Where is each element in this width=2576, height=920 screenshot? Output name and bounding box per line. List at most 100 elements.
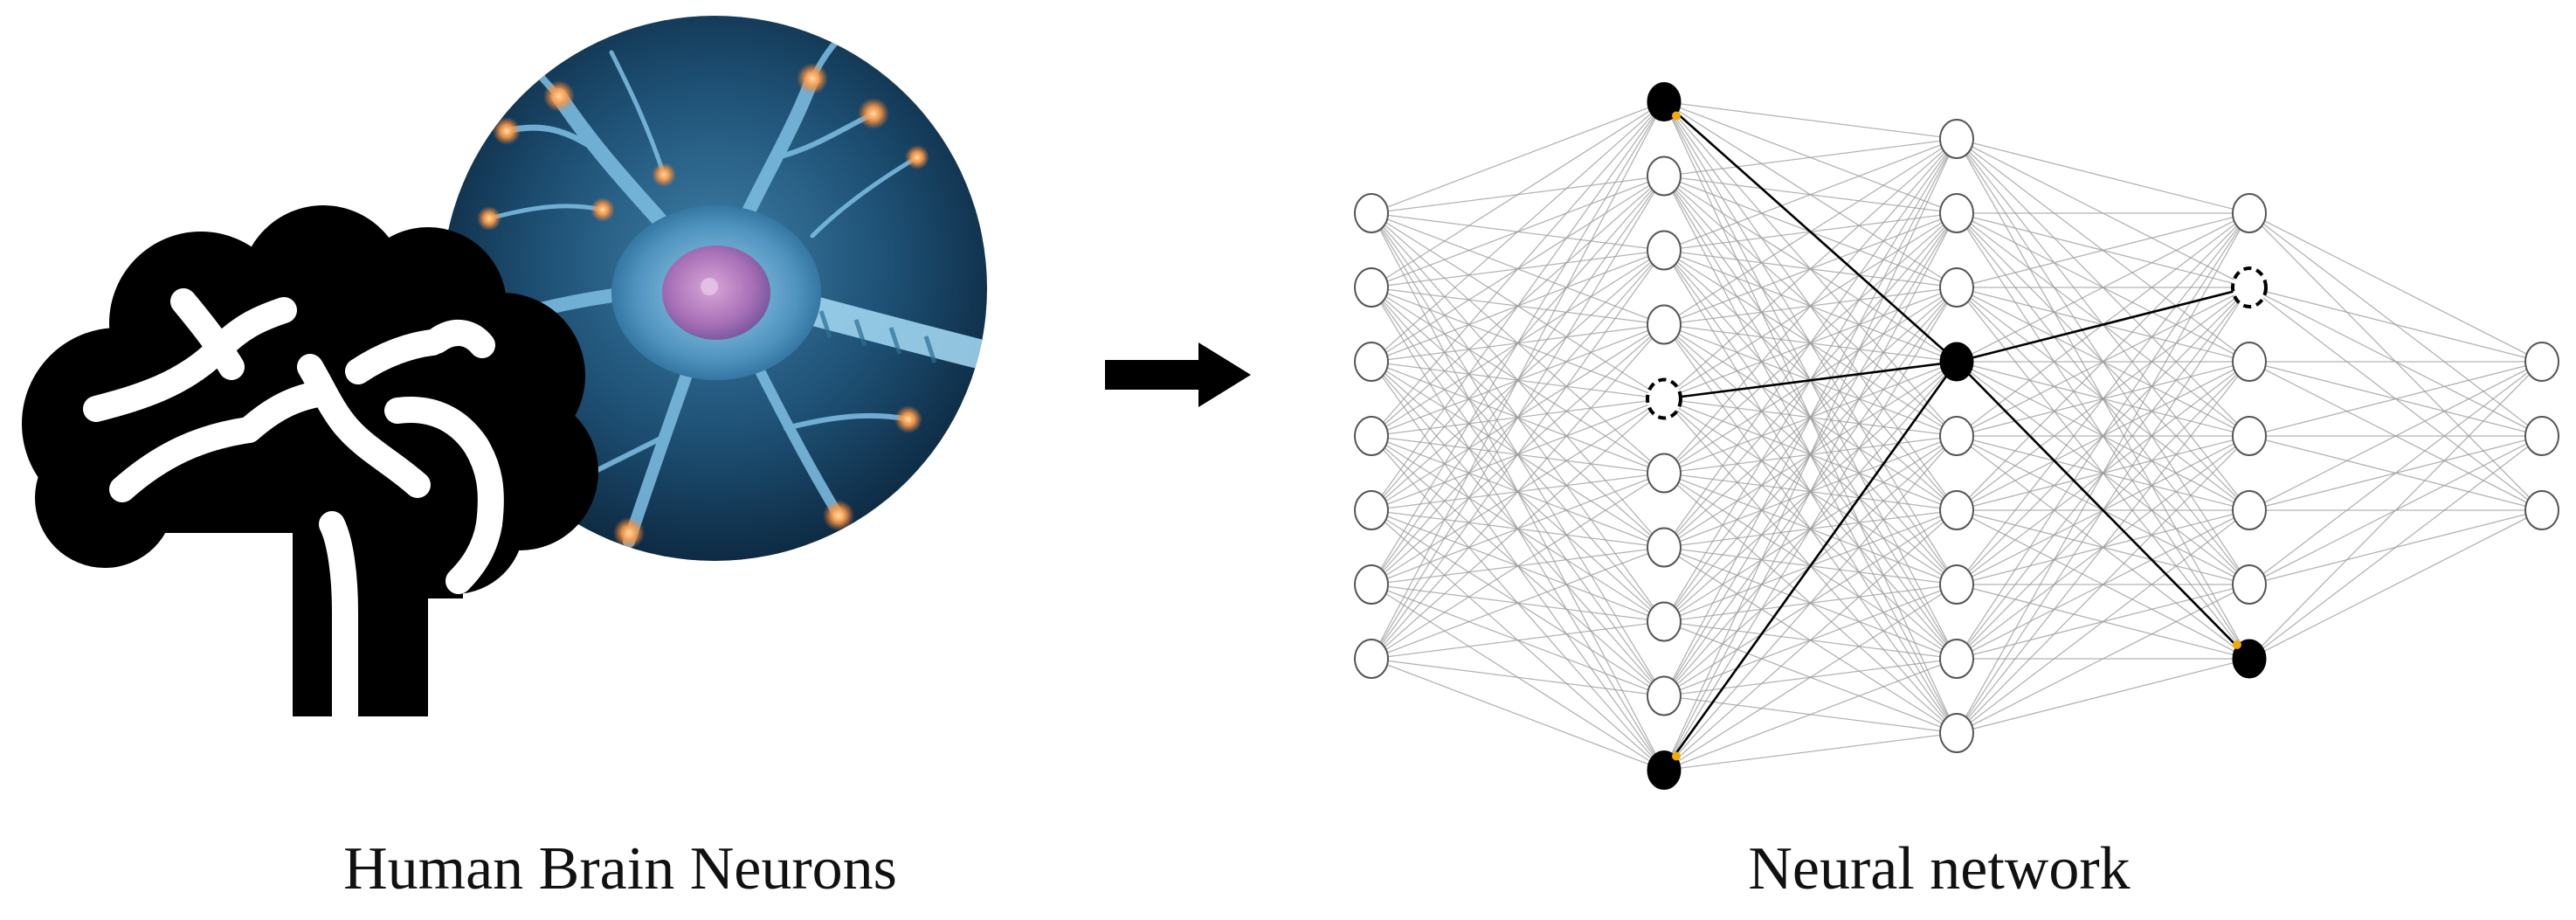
connection-line xyxy=(1956,212,2250,363)
connection-line xyxy=(1956,361,2250,734)
connection-line xyxy=(1956,212,2250,288)
connection-line xyxy=(2248,361,2543,511)
connection-line xyxy=(1956,212,2250,511)
connection-line xyxy=(1371,472,1665,660)
connection-line xyxy=(1371,324,1665,660)
highlighted-connection xyxy=(1956,361,2250,660)
neuron-node xyxy=(2524,490,2559,530)
brain-silhouette-icon xyxy=(22,205,598,730)
neural-network xyxy=(1354,82,2559,790)
connection-line xyxy=(1371,658,1665,697)
connection-line xyxy=(2248,212,2543,363)
neuron-node xyxy=(2232,416,2267,456)
neuron-node xyxy=(2524,342,2559,382)
neuron-node xyxy=(1647,230,1682,271)
right-arrow-icon xyxy=(1105,342,1251,407)
connection-line xyxy=(1956,509,2250,734)
neuron-node xyxy=(1647,304,1682,345)
connection-line xyxy=(1663,138,1958,474)
neuron-node xyxy=(1939,193,1974,233)
neuron-node xyxy=(1354,342,1389,382)
connection-line xyxy=(1956,658,2250,734)
neuron-node xyxy=(1647,527,1682,568)
connection-line xyxy=(1371,250,1665,660)
highlighted-connection xyxy=(1663,360,1958,400)
connection-line xyxy=(2248,287,2543,363)
connection-line xyxy=(1663,138,1958,399)
connection-line xyxy=(1663,658,1958,771)
connection-line xyxy=(2248,361,2543,585)
connection-line xyxy=(1371,101,1665,437)
connection-line xyxy=(1663,138,1958,696)
connection-line xyxy=(1371,658,1665,771)
neuron-node xyxy=(1354,490,1389,530)
highlighted-connection xyxy=(1956,286,2250,363)
neuron-node xyxy=(2232,490,2267,530)
neuron-node xyxy=(1354,193,1389,233)
connection-line xyxy=(1371,398,1665,660)
neuron-node xyxy=(1354,564,1389,605)
neuron-node xyxy=(1939,267,1974,308)
signal-dot xyxy=(1672,111,1681,121)
neuron-node xyxy=(1939,713,1974,753)
neuron-node xyxy=(1647,453,1682,494)
neuron-node xyxy=(1647,156,1682,197)
connection-line xyxy=(1663,584,1958,771)
network-edges xyxy=(1371,100,2543,771)
neuron-node xyxy=(2232,564,2267,605)
signal-dot xyxy=(1672,751,1681,761)
connection-line xyxy=(1663,212,1958,771)
connection-line xyxy=(2248,361,2543,660)
neuron-node xyxy=(1939,490,1974,530)
connection-line xyxy=(1371,101,1665,585)
connection-line xyxy=(1371,100,1665,214)
connection-line xyxy=(1956,212,2250,734)
connection-line xyxy=(1663,138,1958,548)
caption-neural-network: Neural network xyxy=(1748,835,2131,903)
connection-line xyxy=(1371,101,1665,511)
neuron-node xyxy=(2232,193,2267,233)
caption-human-brain-neurons: Human Brain Neurons xyxy=(343,835,897,903)
active-neuron-node xyxy=(1647,82,1682,121)
network-nodes xyxy=(1354,82,2559,790)
highlighted-edges xyxy=(1662,100,2250,771)
connection-line xyxy=(1663,138,1958,177)
connection-line xyxy=(2248,361,2543,437)
signal-dot xyxy=(2233,640,2241,649)
neuron-node xyxy=(1354,267,1389,308)
neuron-node xyxy=(1939,416,1974,456)
connection-line xyxy=(1956,212,2250,585)
connection-line xyxy=(1956,138,2250,214)
neuron-node xyxy=(1939,119,1974,159)
connection-line xyxy=(1663,138,1958,252)
neuron-node xyxy=(2524,416,2559,456)
connection-line xyxy=(1371,546,1665,660)
connection-line xyxy=(1663,100,1958,140)
neuron-node xyxy=(1354,416,1389,456)
connection-line xyxy=(1371,620,1665,660)
neuron-node xyxy=(1354,639,1389,679)
connection-line xyxy=(1371,100,1665,288)
connection-line xyxy=(1663,435,1958,771)
connection-line xyxy=(1371,101,1665,660)
active-neuron-node xyxy=(2232,639,2267,679)
neuron-node xyxy=(1647,675,1682,716)
active-neuron-node xyxy=(1939,342,1974,382)
neuron-node xyxy=(1939,564,1974,605)
connection-line xyxy=(1956,212,2250,660)
dropout-neuron-node xyxy=(1646,377,1682,420)
neuron-node xyxy=(1939,639,1974,679)
connection-line xyxy=(1663,732,1958,771)
connection-line xyxy=(1371,101,1665,363)
connection-line xyxy=(1371,176,1665,660)
connection-line xyxy=(1663,138,1958,771)
connection-line xyxy=(1956,435,2250,734)
neuron-node xyxy=(2232,342,2267,382)
active-neuron-node xyxy=(1647,751,1682,790)
connection-line xyxy=(1663,509,1958,771)
highlighted-connection xyxy=(1662,361,1958,771)
connection-line xyxy=(2248,435,2543,660)
neuron-node xyxy=(1647,601,1682,642)
connection-line xyxy=(2248,509,2543,660)
